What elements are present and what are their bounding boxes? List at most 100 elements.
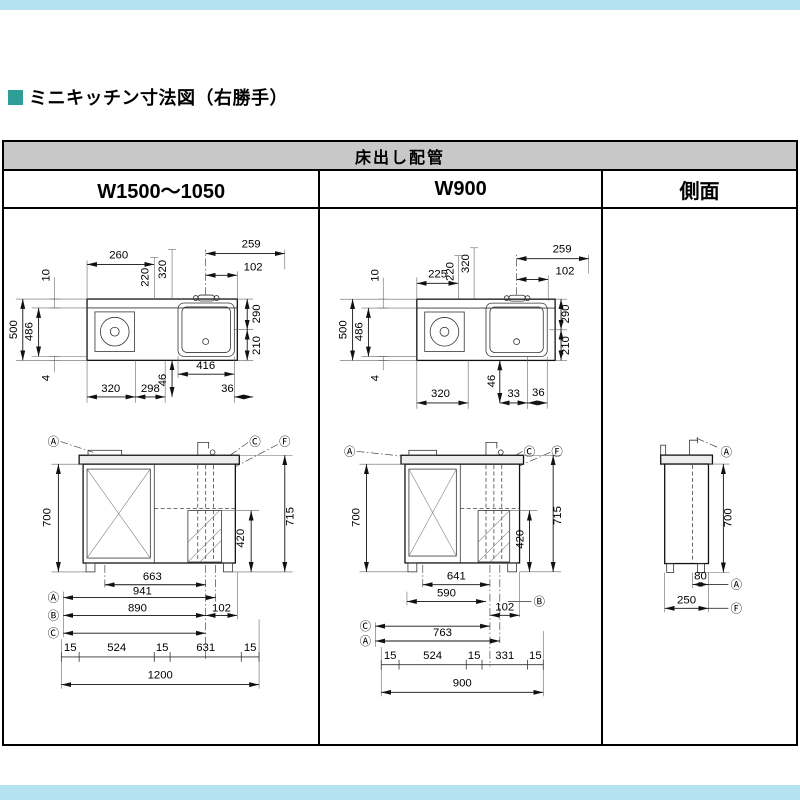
svg-text:Ⓕ: Ⓕ	[731, 602, 743, 615]
side-view	[660, 437, 730, 613]
svg-text:10: 10	[40, 269, 52, 282]
svg-text:486: 486	[24, 322, 36, 341]
svg-text:298: 298	[141, 383, 160, 395]
svg-text:Ⓐ: Ⓐ	[360, 635, 371, 648]
svg-text:225: 225	[428, 268, 447, 280]
svg-text:46: 46	[157, 374, 169, 387]
svg-text:331: 331	[496, 650, 515, 662]
w1500-top-view	[15, 249, 286, 403]
svg-text:Ⓑ: Ⓑ	[48, 609, 59, 622]
svg-text:320: 320	[461, 254, 473, 273]
title-row: ミニキッチン寸法図（右勝手）	[8, 84, 288, 110]
bottom-border-strip	[0, 785, 800, 800]
svg-text:15: 15	[384, 650, 397, 662]
svg-text:220: 220	[139, 268, 151, 287]
svg-text:524: 524	[424, 650, 443, 662]
svg-text:320: 320	[431, 388, 450, 400]
svg-text:890: 890	[128, 602, 147, 614]
svg-text:4: 4	[370, 375, 382, 381]
dimension-table: 床出し配管 W1500～1050 W900 側面	[2, 140, 798, 746]
svg-text:210: 210	[251, 336, 263, 355]
section-marker-icon	[8, 89, 23, 105]
svg-text:Ⓕ: Ⓕ	[552, 445, 563, 458]
svg-text:259: 259	[553, 244, 572, 256]
svg-text:36: 36	[221, 383, 234, 395]
svg-text:Ⓒ: Ⓒ	[360, 620, 371, 633]
svg-text:Ⓐ: Ⓐ	[344, 445, 355, 458]
svg-text:Ⓒ: Ⓒ	[524, 445, 535, 458]
svg-text:500: 500	[8, 320, 20, 339]
svg-text:320: 320	[157, 260, 169, 279]
svg-text:46: 46	[486, 375, 498, 388]
svg-text:715: 715	[552, 506, 564, 525]
svg-text:15: 15	[529, 650, 542, 662]
svg-text:420: 420	[235, 529, 247, 548]
svg-text:631: 631	[196, 642, 215, 654]
drawing-w900: 225220320259102105004864290210320463336Ⓐ…	[338, 244, 590, 697]
svg-text:641: 641	[447, 571, 466, 583]
w1500-front-view	[51, 441, 293, 689]
svg-text:33: 33	[508, 388, 521, 400]
svg-text:102: 102	[556, 265, 575, 277]
svg-text:320: 320	[101, 383, 120, 395]
w900-front-view	[356, 442, 562, 697]
svg-text:590: 590	[437, 588, 456, 600]
svg-text:500: 500	[338, 320, 350, 339]
svg-text:220: 220	[445, 262, 457, 281]
svg-text:102: 102	[244, 261, 263, 273]
svg-text:941: 941	[133, 586, 152, 598]
column-header-w900: W900	[320, 171, 603, 209]
svg-text:700: 700	[722, 508, 734, 527]
svg-text:Ⓐ: Ⓐ	[731, 578, 743, 591]
svg-text:4: 4	[40, 375, 52, 381]
page-title: ミニキッチン寸法図（右勝手）	[29, 88, 288, 108]
svg-text:420: 420	[515, 530, 527, 549]
svg-text:102: 102	[212, 602, 231, 614]
svg-text:210: 210	[560, 336, 572, 355]
column-header-w1500-1050: W1500～1050	[4, 171, 321, 209]
svg-text:260: 260	[109, 250, 128, 262]
svg-text:15: 15	[64, 642, 77, 654]
svg-text:Ⓐ: Ⓐ	[48, 592, 59, 605]
top-border-strip	[0, 0, 800, 10]
svg-text:486: 486	[354, 322, 366, 341]
svg-text:15: 15	[468, 650, 481, 662]
svg-text:1200: 1200	[148, 670, 173, 682]
svg-text:Ⓒ: Ⓒ	[249, 435, 260, 448]
svg-text:Ⓕ: Ⓕ	[279, 435, 290, 448]
svg-text:259: 259	[242, 239, 261, 251]
column-header-row: W1500～1050 W900 側面	[4, 171, 796, 209]
svg-text:80: 80	[694, 570, 707, 582]
svg-text:250: 250	[677, 594, 696, 606]
column-header-side: 側面	[602, 171, 796, 209]
svg-text:663: 663	[143, 571, 162, 583]
svg-text:Ⓑ: Ⓑ	[534, 595, 545, 608]
svg-text:763: 763	[433, 627, 452, 639]
svg-text:700: 700	[41, 508, 53, 527]
svg-text:Ⓐ: Ⓐ	[721, 446, 733, 459]
svg-text:15: 15	[244, 642, 257, 654]
svg-text:700: 700	[351, 508, 363, 527]
svg-text:524: 524	[107, 642, 126, 654]
svg-text:290: 290	[560, 305, 572, 324]
svg-text:290: 290	[251, 304, 263, 323]
svg-text:Ⓒ: Ⓒ	[48, 627, 59, 640]
svg-text:36: 36	[532, 387, 545, 399]
svg-text:416: 416	[196, 360, 215, 372]
svg-text:15: 15	[156, 642, 169, 654]
svg-text:Ⓐ: Ⓐ	[48, 435, 59, 448]
w900-top-view	[340, 247, 590, 409]
svg-text:900: 900	[453, 677, 472, 689]
svg-text:102: 102	[496, 601, 515, 613]
svg-text:715: 715	[285, 507, 297, 526]
